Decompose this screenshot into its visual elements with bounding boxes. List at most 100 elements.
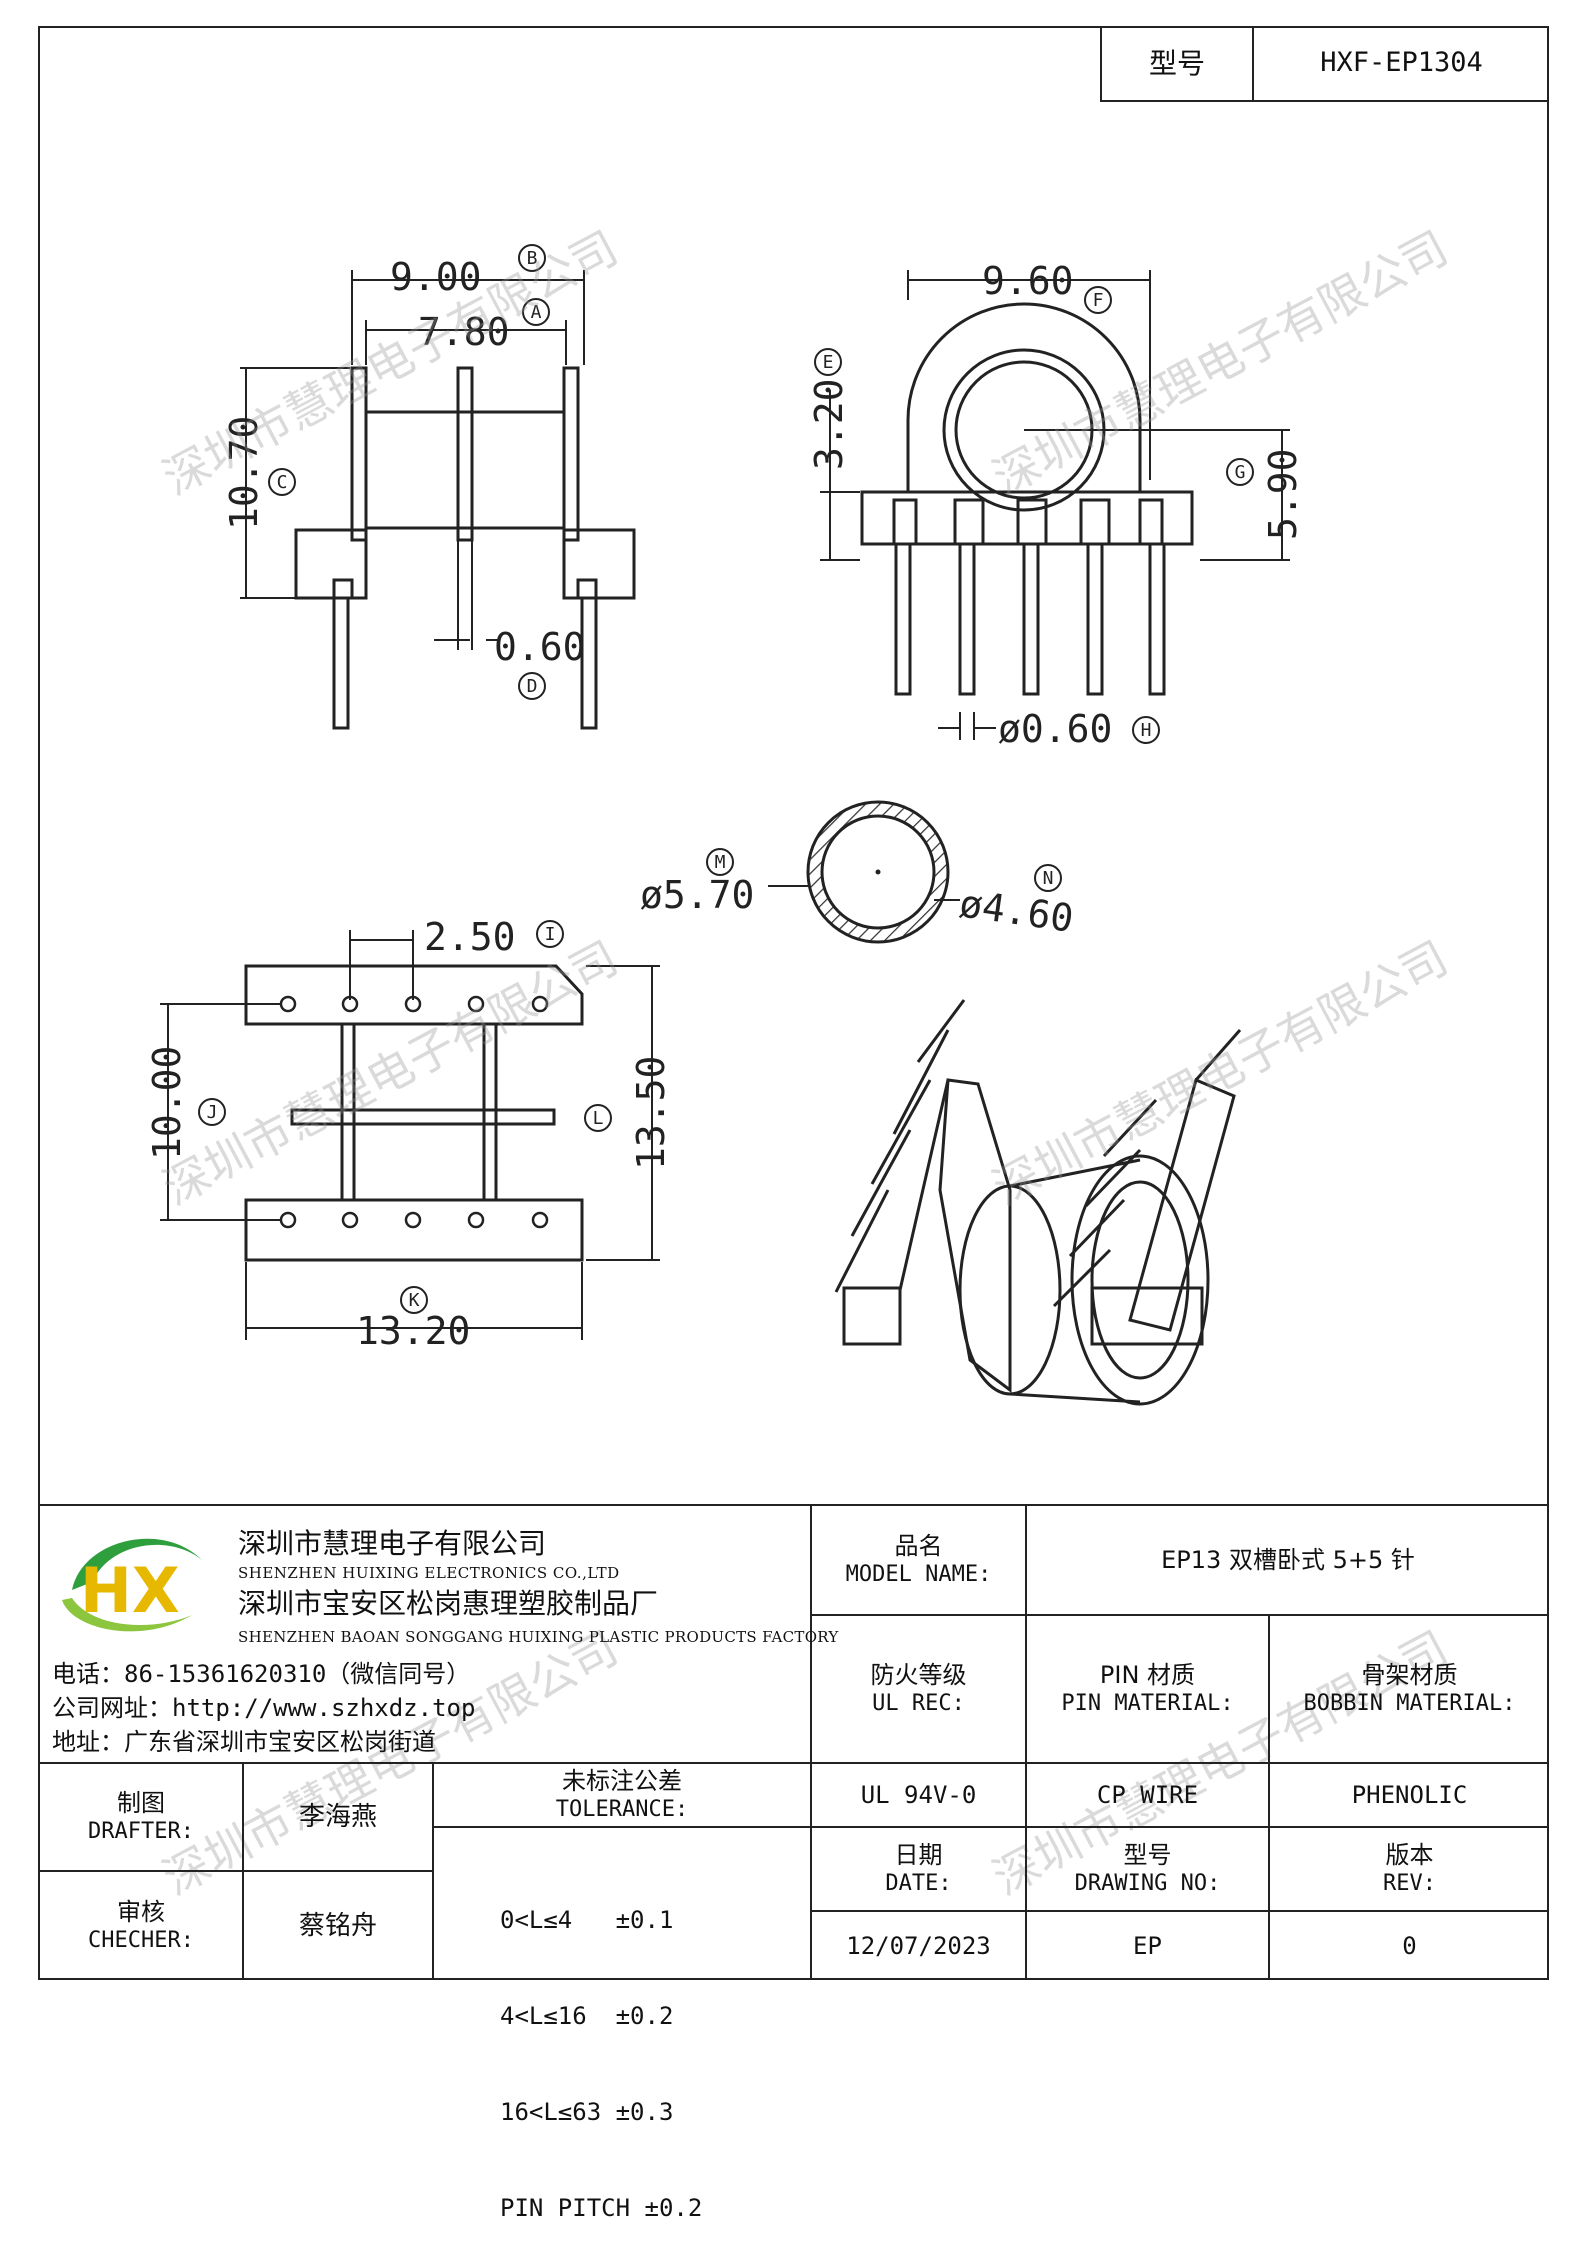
tolerance-en: TOLERANCE: bbox=[555, 1797, 689, 1823]
bobbin-en: BOBBIN MATERIAL: bbox=[1303, 1691, 1516, 1717]
dim-F: 9.60 bbox=[982, 259, 1074, 303]
header-model-value: HXF-EP1304 bbox=[1320, 47, 1483, 79]
tolerance-line: 0<L≤4 ±0.1 bbox=[500, 1906, 674, 1934]
drafter-label: 制图 DRAFTER: bbox=[40, 1764, 242, 1870]
bottom-view bbox=[244, 964, 584, 1262]
tb-h-4 bbox=[810, 1910, 1549, 1912]
factory-name-cn: 深圳市宝安区松岗惠理塑胶制品厂 bbox=[238, 1587, 659, 1620]
ul-en: UL REC: bbox=[872, 1691, 965, 1717]
callout-circles bbox=[198, 244, 1254, 1314]
front-view-dims bbox=[240, 270, 585, 650]
isometric-view bbox=[834, 999, 1242, 1406]
tag-N: N bbox=[1043, 868, 1054, 889]
ul-label: 防火等级 UL REC: bbox=[812, 1616, 1025, 1762]
side-view bbox=[860, 302, 1194, 696]
checker-name: 蔡铭舟 bbox=[244, 1872, 432, 1980]
model-name-cn: 品名 bbox=[894, 1532, 943, 1561]
tag-K: K bbox=[409, 1290, 420, 1311]
dim-H: ø0.60 bbox=[998, 707, 1112, 751]
tolerance-line: PIN PITCH ±0.2 bbox=[500, 2194, 703, 2222]
company-name-en: SHENZHEN HUIXING ELECTRONICS CO.,LTD bbox=[238, 1564, 620, 1582]
drafter-en: DRAFTER: bbox=[88, 1819, 194, 1845]
technical-drawing: 9.00 7.80 10.70 0.60 9.60 3.20 5.90 ø0.6… bbox=[145, 244, 1305, 1406]
dim-A: 7.80 bbox=[418, 310, 510, 354]
company-name-cn: 深圳市慧理电子有限公司 bbox=[238, 1527, 547, 1560]
ul-value-text: UL 94V-0 bbox=[860, 1781, 977, 1809]
bobbin-material-label: 骨架材质 BOBBIN MATERIAL: bbox=[1270, 1616, 1549, 1762]
drafter-name-text: 李海燕 bbox=[298, 1801, 377, 1832]
tag-D: D bbox=[527, 676, 538, 697]
tb-v-name bbox=[432, 1762, 434, 1980]
rev-label: 版本 REV: bbox=[1270, 1828, 1549, 1910]
logo-letters: HX bbox=[80, 1554, 180, 1627]
tag-I: I bbox=[545, 924, 556, 945]
rev-value-text: 0 bbox=[1402, 1932, 1417, 1960]
tag-E: E bbox=[823, 352, 834, 373]
model-name-value-text: EP13 双槽卧式 5+5 针 bbox=[1161, 1546, 1415, 1574]
header-model-value-cell: HXF-EP1304 bbox=[1252, 26, 1549, 102]
dim-J: 10.00 bbox=[145, 1046, 189, 1160]
model-name-label: 品名 MODEL NAME: bbox=[812, 1506, 1025, 1614]
tag-M: M bbox=[715, 852, 726, 873]
tb-h-2 bbox=[38, 1762, 1549, 1764]
date-value: 12/07/2023 bbox=[812, 1912, 1025, 1980]
bobbin-value: PHENOLIC bbox=[1270, 1764, 1549, 1826]
checker-name-text: 蔡铭舟 bbox=[298, 1910, 377, 1941]
date-en: DATE: bbox=[885, 1871, 952, 1897]
tolerance-table: 0<L≤4 ±0.1 4<L≤16 ±0.2 16<L≤63 ±0.3 PIN … bbox=[500, 1840, 702, 2256]
tag-F: F bbox=[1093, 290, 1104, 311]
tag-C: C bbox=[277, 472, 288, 493]
company-website: 公司网址：http://www.szhxdz.top bbox=[52, 1694, 476, 1722]
tolerance-line: 16<L≤63 ±0.3 bbox=[500, 2098, 674, 2126]
model-name-value: EP13 双槽卧式 5+5 针 bbox=[1027, 1506, 1549, 1614]
pin-material-label: PIN 材质 PIN MATERIAL: bbox=[1027, 1616, 1268, 1762]
tag-L: L bbox=[593, 1108, 604, 1129]
dim-B: 9.00 bbox=[390, 255, 482, 299]
tag-J: J bbox=[207, 1102, 218, 1123]
tb-h-3 bbox=[432, 1826, 1549, 1828]
tag-G: G bbox=[1235, 462, 1246, 483]
tb-v-col3 bbox=[1268, 1614, 1270, 1980]
tolerance-cn: 未标注公差 bbox=[562, 1767, 682, 1796]
tolerance-line: 4<L≤16 ±0.2 bbox=[500, 2002, 674, 2030]
tb-h-checker bbox=[38, 1870, 432, 1872]
dim-L: 13.50 bbox=[629, 1056, 673, 1170]
date-cn: 日期 bbox=[894, 1841, 943, 1870]
pin-en: PIN MATERIAL: bbox=[1061, 1691, 1234, 1717]
tb-v-company bbox=[810, 1504, 812, 1980]
header-model-label-cell: 型号 bbox=[1100, 26, 1252, 102]
checker-en: CHECHER: bbox=[88, 1928, 194, 1954]
drawing-value-text: EP bbox=[1133, 1932, 1162, 1960]
rev-cn: 版本 bbox=[1385, 1841, 1434, 1870]
dim-D: 0.60 bbox=[494, 625, 586, 669]
dim-E: 3.20 bbox=[807, 378, 851, 470]
tag-B: B bbox=[527, 248, 538, 269]
header-model-label: 型号 bbox=[1148, 46, 1205, 80]
dim-C: 10.70 bbox=[222, 416, 266, 530]
date-value-text: 12/07/2023 bbox=[846, 1932, 991, 1960]
checker-cn: 审核 bbox=[117, 1898, 165, 1927]
dim-M: ø5.70 bbox=[640, 873, 754, 917]
rev-en: REV: bbox=[1383, 1871, 1436, 1897]
company-address: 地址：广东省深圳市宝安区松岗街道 bbox=[52, 1728, 436, 1756]
dim-N: ø4.60 bbox=[957, 881, 1076, 940]
drafter-cn: 制图 bbox=[117, 1789, 165, 1818]
date-label: 日期 DATE: bbox=[812, 1828, 1025, 1910]
tb-v-drafter bbox=[242, 1762, 244, 1980]
factory-name-en: SHENZHEN BAOAN SONGGANG HUIXING PLASTIC … bbox=[238, 1628, 839, 1646]
bottom-view-pins bbox=[279, 995, 549, 1229]
company-logo: HX bbox=[62, 1538, 202, 1632]
tag-A: A bbox=[531, 302, 542, 323]
tag-H: H bbox=[1141, 720, 1152, 741]
checker-label: 审核 CHECHER: bbox=[40, 1872, 242, 1980]
rev-value: 0 bbox=[1270, 1912, 1549, 1980]
ul-cn: 防火等级 bbox=[870, 1661, 967, 1690]
callout-letters: B A C D E F G H I J K L M N bbox=[207, 248, 1246, 1311]
drawing-no-label: 型号 DRAWING NO: bbox=[1027, 1828, 1268, 1910]
model-name-en: MODEL NAME: bbox=[845, 1562, 992, 1588]
pin-value-text: CP WIRE bbox=[1096, 1781, 1199, 1809]
drawing-no-value: EP bbox=[1027, 1912, 1268, 1980]
drawing-en: DRAWING NO: bbox=[1074, 1871, 1221, 1897]
dim-I: 2.50 bbox=[424, 915, 516, 959]
drawing-frame bbox=[38, 26, 1549, 1980]
